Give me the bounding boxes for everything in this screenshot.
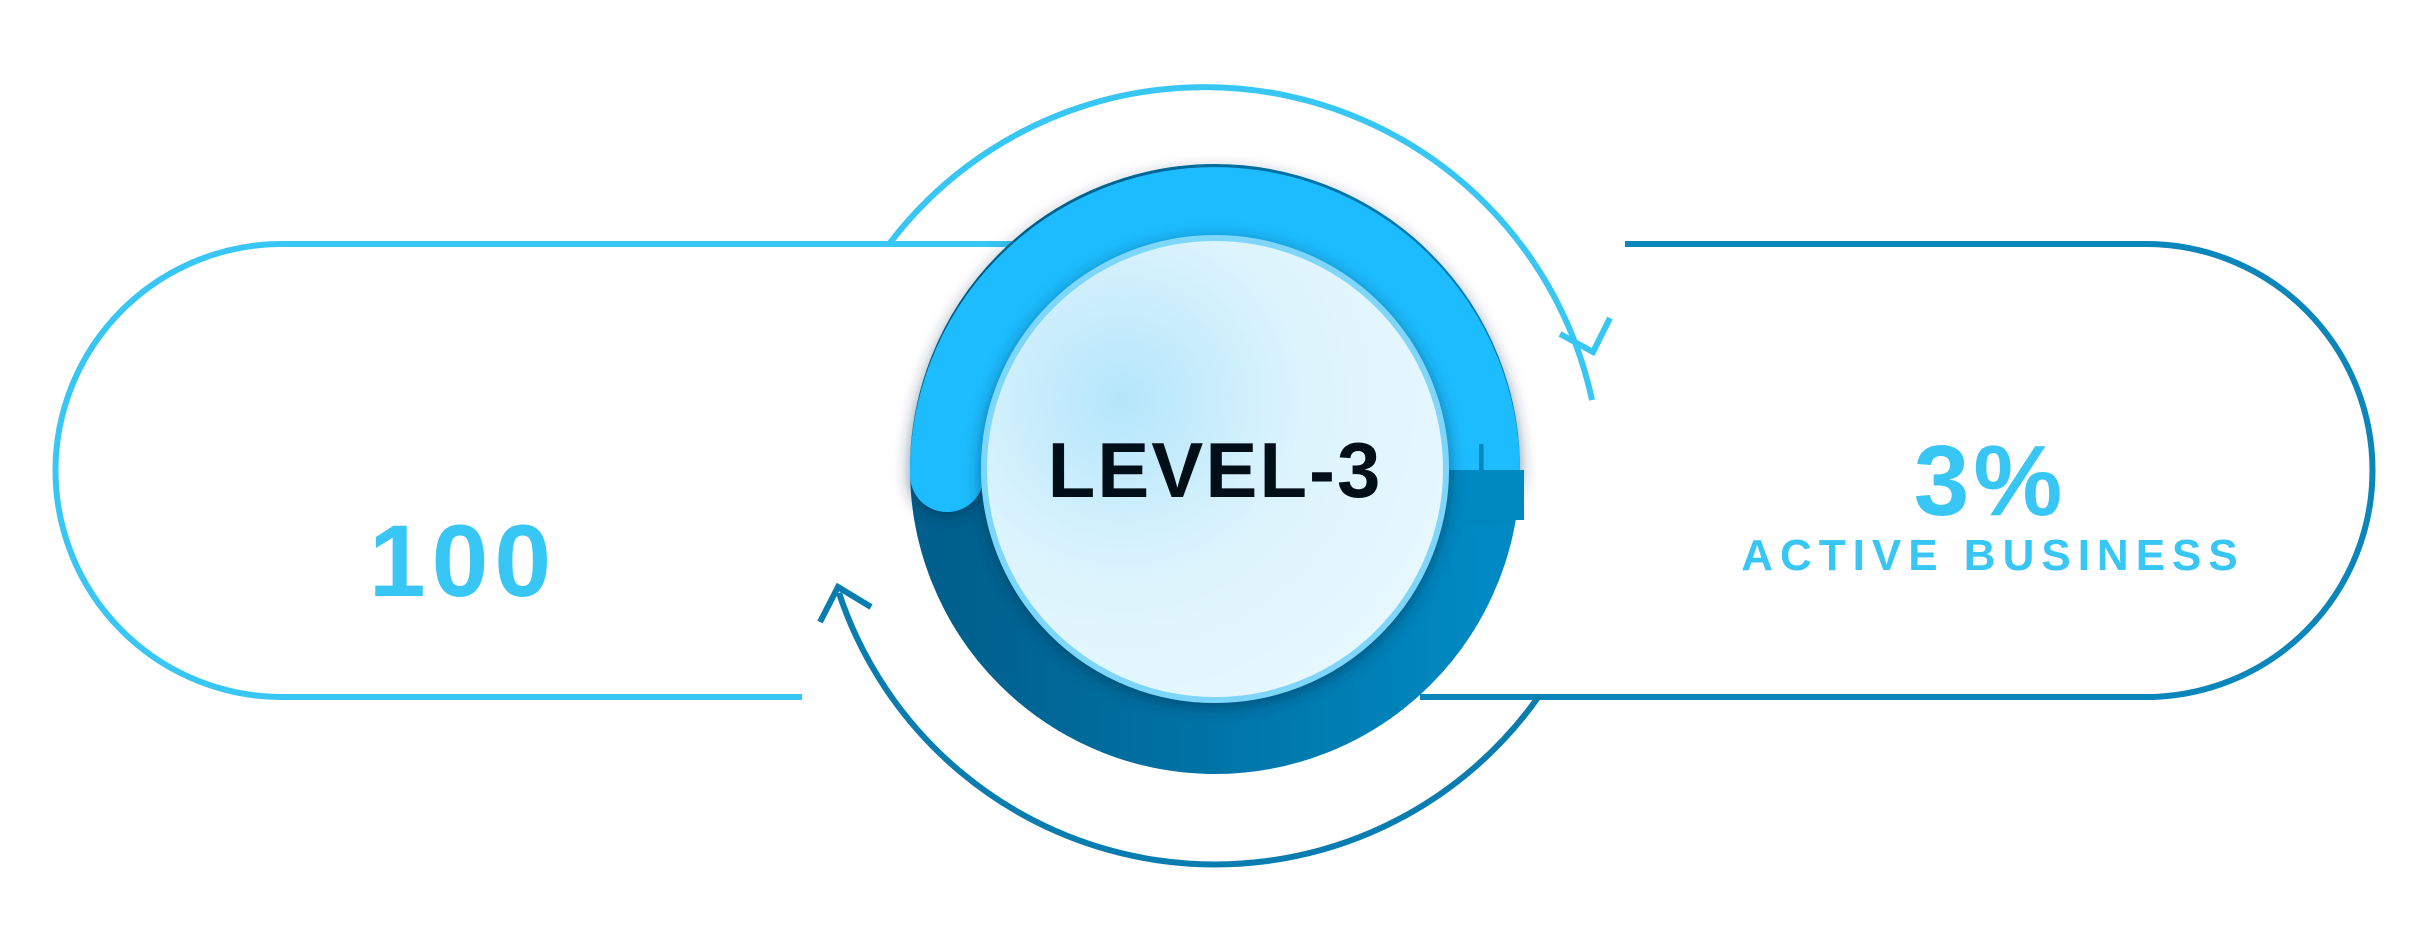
right-pill-outline: [1420, 241, 2376, 700]
bottom-cycle-arrow: [836, 592, 1542, 868]
top-arrowhead-icon: [1558, 316, 1613, 357]
left-value: 100: [369, 504, 557, 618]
top-cycle-arrow: [886, 84, 1595, 401]
left-pill-outline: [52, 241, 1012, 700]
right-label: ACTIVE BUSINESS: [1741, 531, 2245, 580]
bottom-arrowhead-icon: [817, 582, 873, 624]
right-value: 3%: [1914, 425, 2067, 537]
center-level-label: LEVEL-3: [1048, 426, 1383, 514]
level-ring: [909, 164, 1524, 774]
center-disc: [981, 235, 1449, 703]
